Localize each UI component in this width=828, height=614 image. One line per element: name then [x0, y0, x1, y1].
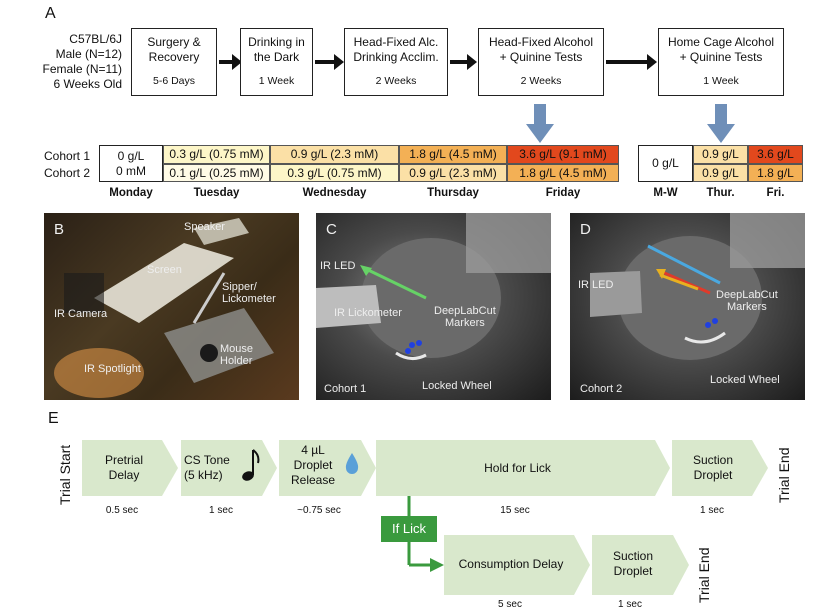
- label-cohort-1-photo: Cohort 1: [324, 383, 367, 395]
- label-speaker: Speaker: [184, 221, 225, 233]
- subject-female: Female (N=11): [42, 62, 122, 76]
- trial-end-label-2: Trial End: [696, 547, 712, 603]
- step-suction: Suction Droplet: [692, 453, 734, 482]
- day-wednesday: Wednesday: [302, 187, 367, 199]
- step-consumption-delay: Consumption Delay: [458, 557, 564, 571]
- label-locked-wheel-c: Locked Wheel: [422, 380, 492, 392]
- label-screen: Screen: [147, 264, 182, 276]
- label-ir-led-c: IR LED: [320, 260, 356, 272]
- stage-homecage-quinine: Home Cage Alcohol + Quinine Tests 1 Week: [658, 28, 784, 96]
- photo-rig-setup: B Speaker Screen Sipper/ Lickometer IR C…: [44, 213, 299, 400]
- subject-age: 6 Weeks Old: [53, 77, 122, 91]
- c1-friday: 3.6 g/L (9.1 mM): [507, 145, 619, 164]
- branch-arrowhead-icon: [430, 558, 444, 572]
- dur-tone: 1 sec: [209, 505, 233, 516]
- panel-a-letter: A: [45, 5, 56, 22]
- c2-thursday: 0.9 g/L (2.3 mM): [399, 164, 507, 182]
- chevron-pretrial: [82, 440, 178, 496]
- label-ir-spotlight: IR Spotlight: [84, 363, 141, 375]
- stage-headfixed-quinine: Head-Fixed Alcohol + Quinine Tests 2 Wee…: [478, 28, 604, 96]
- rig-illustration: [54, 218, 274, 398]
- dur-droplet: ~0.75 sec: [297, 505, 341, 516]
- music-note-icon: [242, 449, 260, 481]
- hc-c2-thursday: 0.9 g/L: [693, 164, 748, 182]
- chevron-suction: [672, 440, 768, 496]
- cohort-2-label: Cohort 2: [44, 166, 91, 180]
- panel-c-letter: C: [326, 221, 337, 238]
- subject-male: Male (N=12): [55, 47, 122, 61]
- dur-hold: 15 sec: [500, 505, 530, 516]
- c1-wednesday: 0.9 g/L (2.3 mM): [270, 145, 399, 164]
- step-droplet-release: 4 µL Droplet Release: [290, 443, 336, 487]
- homecage-mw-cell: 0 g/L: [638, 145, 693, 182]
- down-arrow-homecage-icon: [707, 104, 735, 143]
- cohort-1-label: Cohort 1: [44, 149, 91, 163]
- panel-d-letter: D: [580, 221, 591, 238]
- timeline-arrow-3: [450, 54, 477, 70]
- label-dlc-markers-c: DeepLabCut Markers: [434, 305, 496, 329]
- day-friday: Friday: [545, 187, 581, 199]
- label-locked-wheel-d: Locked Wheel: [710, 374, 780, 386]
- c1-tuesday: 0.3 g/L (0.75 mM): [163, 145, 270, 164]
- subject-strain: C57BL/6J: [69, 32, 122, 46]
- c2-tuesday: 0.1 g/L (0.25 mM): [163, 164, 270, 182]
- timeline-arrow-1: [219, 54, 242, 70]
- dur-suction: 1 sec: [700, 505, 724, 516]
- timeline-arrow-4: [606, 54, 657, 70]
- stage-surgery: Surgery & Recovery 5-6 Days: [131, 28, 217, 96]
- cohort-1-illustration: [316, 213, 551, 360]
- label-ir-lickometer: IR Lickometer: [334, 307, 402, 319]
- photo-cohort-2: D IR LED DeepLabCut Markers Locked Wheel…: [570, 213, 805, 400]
- cohort-2-illustration: [590, 213, 805, 360]
- hc-day-friday: Fri.: [766, 187, 785, 199]
- trial-end-label: Trial End: [776, 447, 792, 503]
- hc-c1-friday: 3.6 g/L: [748, 145, 803, 164]
- label-dlc-markers-d: DeepLabCut Markers: [716, 289, 778, 313]
- chevron-hold: [376, 440, 670, 496]
- water-drop-icon: [345, 453, 359, 474]
- hc-c1-thursday: 0.9 g/L: [693, 145, 748, 164]
- down-arrow-headfixed-icon: [526, 104, 554, 143]
- step-hold-for-lick: Hold for Lick: [484, 461, 551, 475]
- label-ir-camera: IR Camera: [54, 308, 108, 320]
- step-suction-2: Suction Droplet: [612, 549, 654, 578]
- chevron-suction-2: [592, 535, 689, 595]
- if-lick-badge: If Lick: [381, 516, 437, 542]
- day-monday: Monday: [109, 187, 153, 199]
- label-mouse-holder: Mouse Holder: [220, 343, 254, 367]
- hc-day-mw: M-W: [653, 187, 678, 199]
- dur-consumption: 5 sec: [498, 599, 522, 610]
- day-thursday: Thursday: [427, 187, 479, 199]
- chevron-consumption: [444, 535, 590, 595]
- day-tuesday: Tuesday: [193, 187, 240, 199]
- panel-e-letter: E: [48, 410, 59, 427]
- dur-suction-2: 1 sec: [618, 599, 642, 610]
- hc-day-thursday: Thur.: [706, 187, 735, 199]
- stage-dark-drinking: Drinking in the Dark 1 Week: [240, 28, 313, 96]
- subject-info: C57BL/6J Male (N=12) Female (N=11) 6 Wee…: [40, 32, 122, 92]
- timeline-arrow-2: [315, 54, 344, 70]
- c2-wednesday: 0.3 g/L (0.75 mM): [270, 164, 399, 182]
- step-pretrial: Pretrial Delay: [104, 453, 143, 482]
- photo-cohort-1: C IR LED IR Lickometer DeepLabCut Marker…: [316, 213, 551, 400]
- c2-friday: 1.8 g/L (4.5 mM): [507, 164, 619, 182]
- panel-b-letter: B: [54, 221, 65, 238]
- label-ir-led-d: IR LED: [578, 279, 614, 291]
- label-sipper: Sipper/ Lickometer: [222, 281, 276, 305]
- label-cohort-2-photo: Cohort 2: [580, 383, 623, 395]
- monday-cell: 0 g/L 0 mM: [99, 145, 163, 182]
- step-tone: CS Tone (5 kHz): [184, 453, 230, 482]
- stage-acclimation: Head-Fixed Alc. Drinking Acclim. 2 Weeks: [344, 28, 448, 96]
- dur-pretrial: 0.5 sec: [105, 505, 139, 516]
- c1-thursday: 1.8 g/L (4.5 mM): [399, 145, 507, 164]
- hc-c2-friday: 1.8 g/L: [748, 164, 803, 182]
